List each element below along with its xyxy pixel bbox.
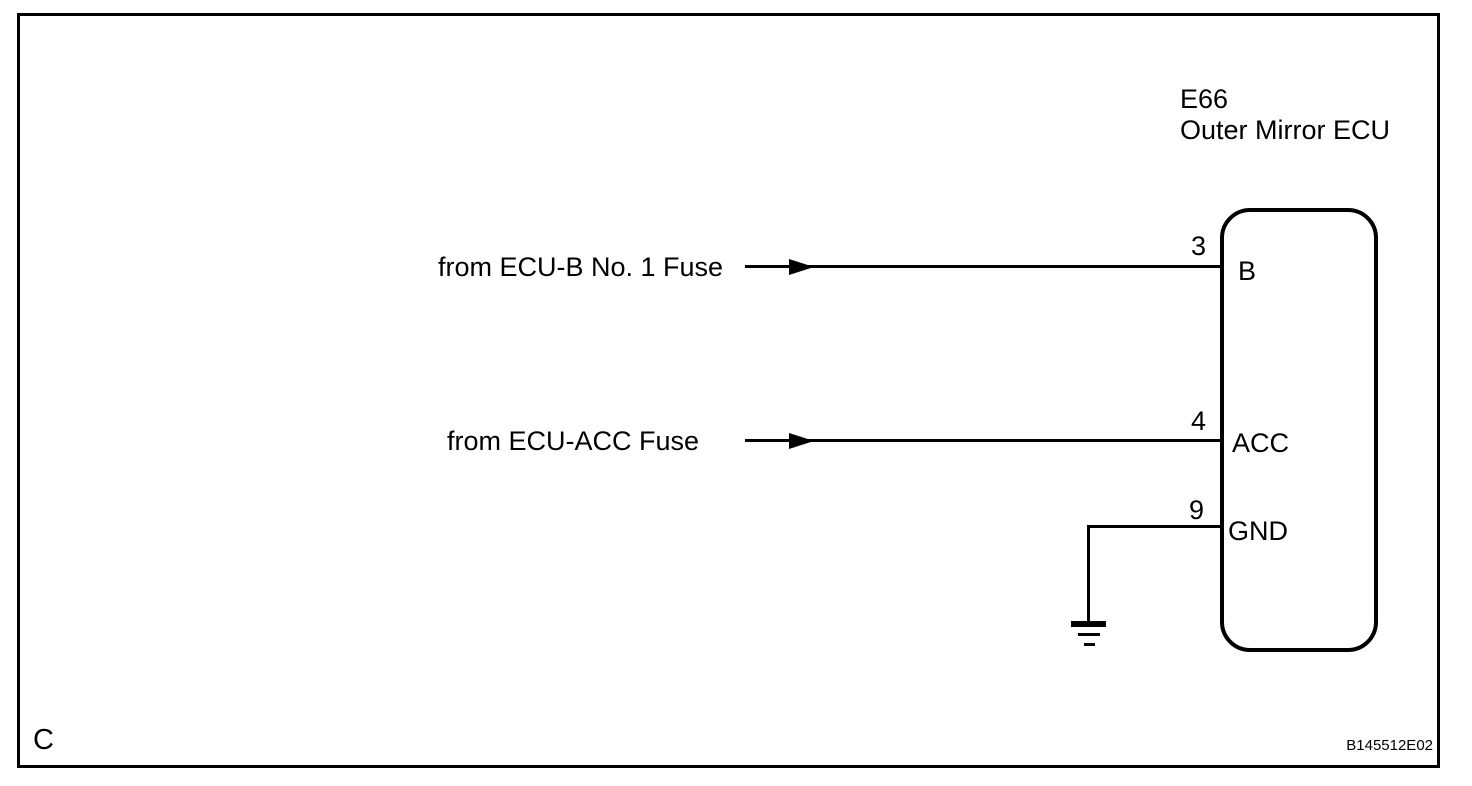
ground-bar-2 bbox=[1078, 633, 1100, 636]
arrow-right-icon bbox=[789, 259, 814, 275]
pin-label-gnd: GND bbox=[1228, 516, 1288, 546]
connector-code: E66 bbox=[1180, 84, 1229, 114]
ecu-connector-box bbox=[1220, 208, 1378, 652]
ground-bar-1 bbox=[1071, 621, 1106, 627]
pin-number-9: 9 bbox=[1188, 495, 1204, 525]
wire-pin4 bbox=[745, 439, 1222, 442]
ground-drop-wire bbox=[1087, 525, 1090, 623]
pin-label-b: B bbox=[1238, 256, 1257, 286]
wire-source-label-ecu-acc-fuse: from ECU-ACC Fuse bbox=[447, 426, 700, 456]
pin-number-3: 3 bbox=[1190, 231, 1206, 261]
wire-pin3 bbox=[745, 265, 1222, 268]
wire-pin9 bbox=[1088, 525, 1222, 528]
wire-source-label-ecu-b-fuse: from ECU-B No. 1 Fuse bbox=[438, 252, 724, 282]
arrow-right-icon bbox=[789, 433, 814, 449]
connector-name: Outer Mirror ECU bbox=[1180, 115, 1391, 145]
pin-number-4: 4 bbox=[1190, 406, 1206, 436]
ground-bar-3 bbox=[1084, 643, 1095, 646]
connector-title: E66 Outer Mirror ECU bbox=[1180, 84, 1390, 146]
section-letter: C bbox=[33, 724, 54, 756]
figure-code: B145512E02 bbox=[1346, 737, 1433, 754]
pin-label-acc: ACC bbox=[1232, 428, 1290, 458]
diagram-border bbox=[17, 13, 1440, 768]
